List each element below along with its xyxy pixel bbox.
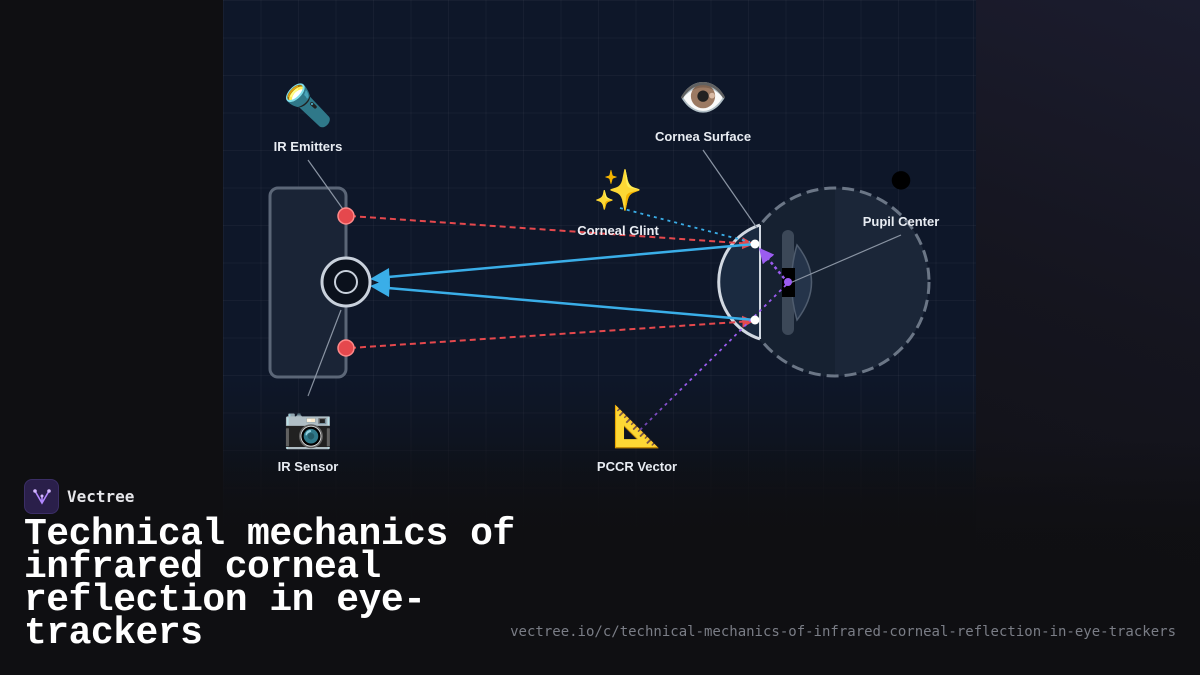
page-title: Technical mechanics of infrared corneal … [24, 513, 515, 655]
ir-emitter-bottom [337, 339, 355, 357]
brand: Vectree [24, 479, 134, 514]
sparkles-icon: ✨ [593, 168, 643, 214]
triangle-ruler-icon: 📐 [612, 404, 662, 450]
glint-point-top [750, 239, 760, 249]
label-corneal-glint: Corneal Glint [577, 223, 659, 238]
flashlight-icon: 🔦 [283, 83, 333, 129]
leader-ir-emitters [307, 159, 346, 213]
eye-icon: 👁️ [678, 75, 728, 121]
label-ir-emitters: IR Emitters [273, 139, 343, 154]
cornea-arc [717, 223, 761, 341]
vectree-logo-icon [24, 479, 59, 514]
ir-emitter-top [337, 207, 355, 225]
leader-cornea-surface [702, 149, 758, 229]
label-ir-sensor: IR Sensor [277, 459, 339, 474]
ir-ray-bottom [349, 315, 755, 349]
pupil-center-dot [784, 278, 792, 286]
label-pccr-vector: PCCR Vector [596, 459, 678, 474]
ir-sensor-lens [320, 256, 372, 308]
page-url[interactable]: vectree.io/c/technical-mechanics-of-infr… [510, 624, 1176, 640]
leader-corneal-glint [619, 207, 751, 243]
pccr-vector-arrow [759, 247, 789, 284]
black-circle-icon: ⚫ [884, 159, 918, 205]
leader-pupil-center [789, 234, 902, 284]
label-pupil-center: Pupil Center [862, 214, 940, 229]
label-cornea-surface: Cornea Surface [654, 129, 752, 144]
camera-icon: 📷 [283, 405, 333, 451]
reflection-ray-bottom [387, 286, 756, 322]
glint-point-bottom [750, 315, 760, 325]
reflection-arrow-bottom [370, 278, 390, 297]
bottom-fade [0, 440, 1200, 675]
reflection-ray-top [387, 242, 756, 279]
ir-ray-top [349, 215, 755, 250]
brand-name: Vectree [67, 487, 135, 506]
